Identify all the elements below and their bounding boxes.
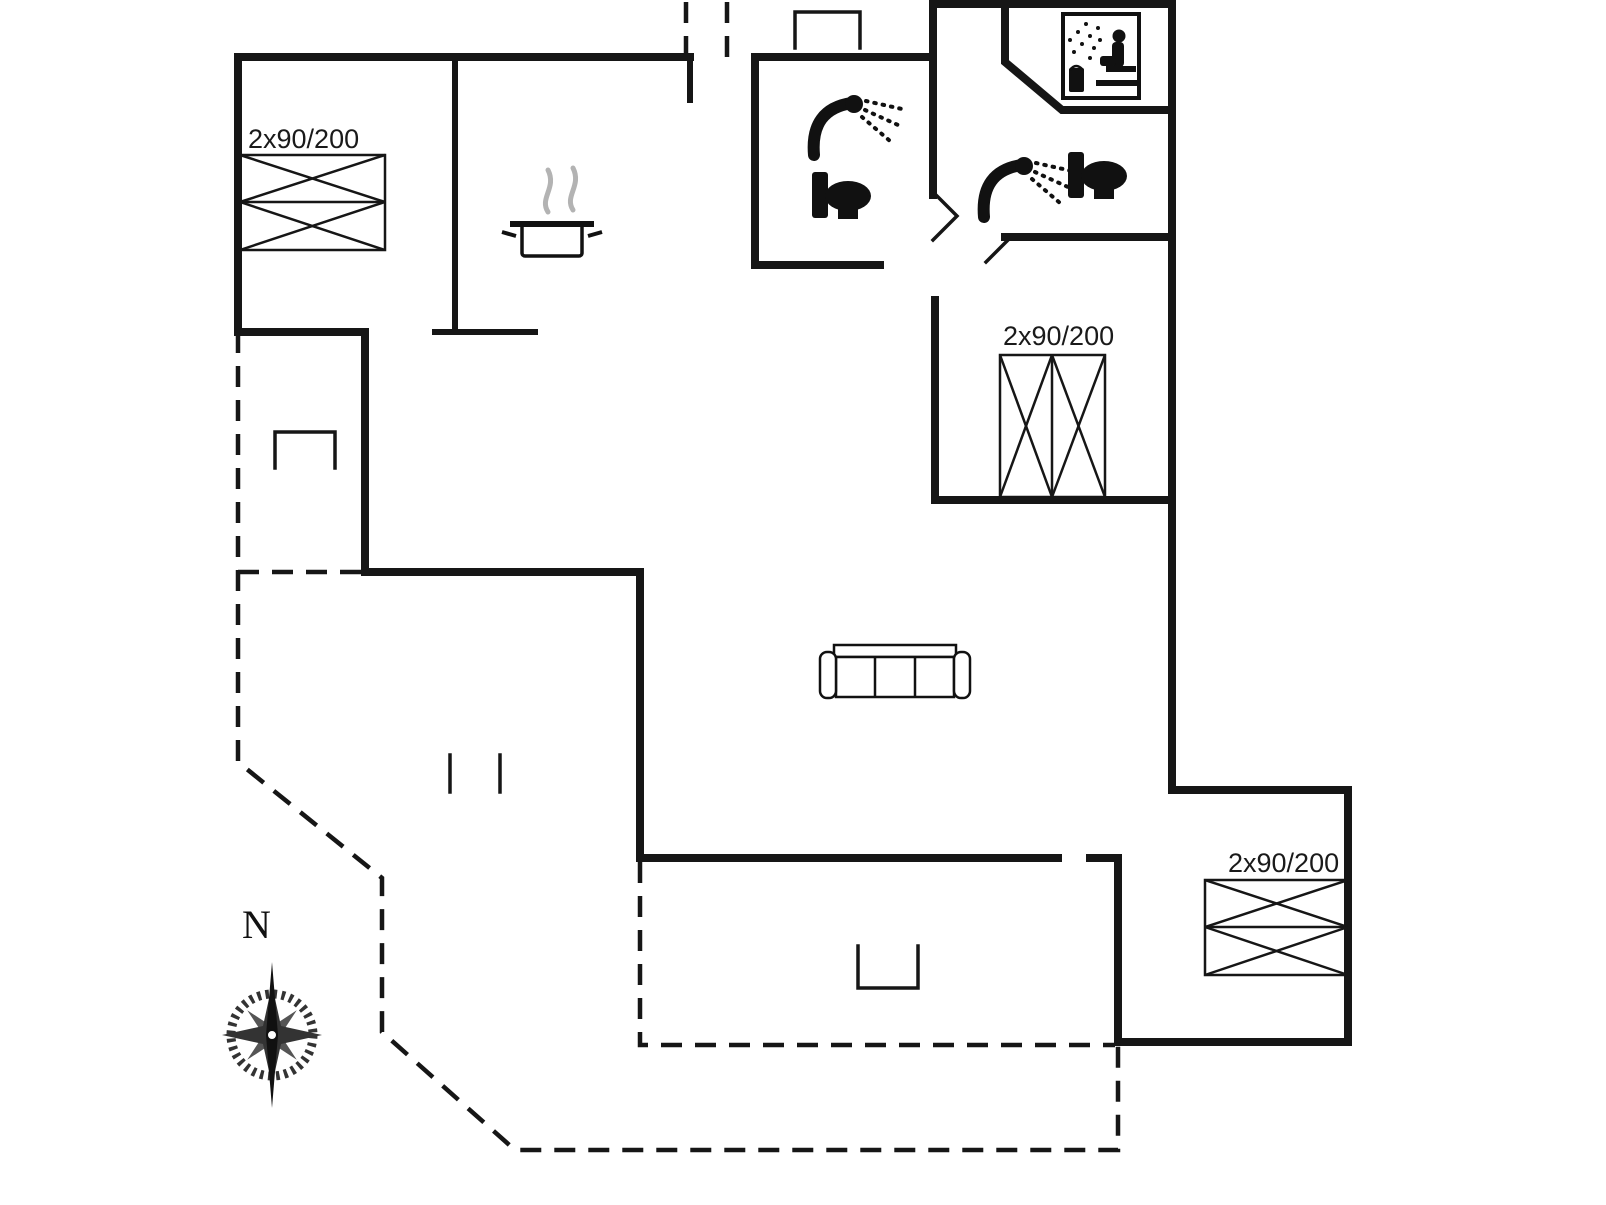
bed-size-label-top-left: 2x90/200 <box>248 124 359 154</box>
toilet-icon <box>812 172 871 219</box>
compass-north-label: N <box>242 902 271 947</box>
shower-icon <box>984 157 1072 217</box>
bed-icon-middle-right <box>998 353 1107 499</box>
bed-size-label-middle-right: 2x90/200 <box>1003 321 1114 351</box>
cooking-pot-icon <box>501 165 603 258</box>
terrace-dashed-lines <box>235 2 1121 1153</box>
sofa-icon <box>818 643 972 700</box>
steam-icon <box>542 167 554 215</box>
shower-icon <box>814 95 902 155</box>
toilet-icon <box>1068 152 1127 199</box>
sauna-icon <box>1061 12 1141 100</box>
bed-icon-top-left <box>238 153 387 252</box>
bed-icon-bottom-right <box>1203 878 1350 977</box>
walls <box>234 0 1352 1046</box>
compass-rose-icon <box>222 962 322 1108</box>
steam-icon <box>567 165 579 213</box>
bed-size-label-bottom-right: 2x90/200 <box>1228 848 1339 878</box>
